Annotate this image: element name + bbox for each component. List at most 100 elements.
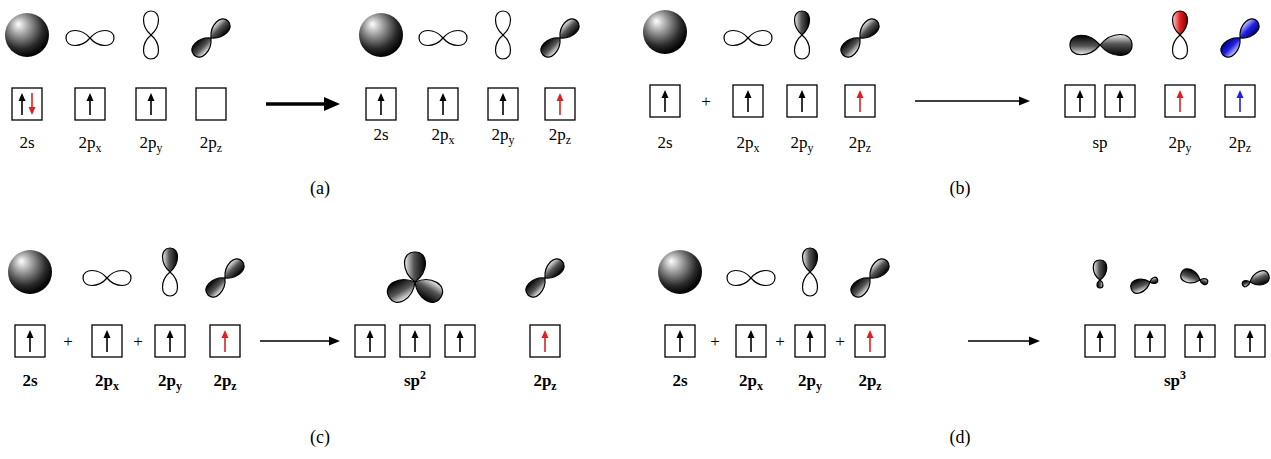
orbital-box [1135,325,1165,357]
orbital-subscript: y [509,133,515,147]
orbital-subscript: z [231,379,236,393]
orbital-label: 2px [737,134,760,151]
orbital-lobe [144,35,159,59]
electron-spin [747,96,749,112]
orbital-subscript: y [157,141,163,155]
orbital-box [15,325,45,357]
electron-spin-head [1147,330,1154,338]
electron-spin [801,96,803,112]
orbital-label: 2pz [200,134,222,151]
orbital-lobe [795,35,810,59]
orbital-box [428,88,458,120]
orbital-subscript: x [754,141,760,155]
electron-spin [442,99,444,115]
electron-spin-head [557,93,564,101]
electron-spin-head [148,93,155,101]
orbital-name: 2p [432,125,449,144]
electron-spin-head [500,93,507,101]
electron-spin-head [542,330,549,338]
orbital-name: 2p [798,371,816,390]
orbital-name: 2p [492,125,509,144]
orbital-lobe [1173,35,1188,59]
orbital-label: 2s [657,134,672,151]
orbital-name: 2p [95,371,113,390]
orbital-subscript: x [113,379,119,393]
electron-spin [1239,96,1241,112]
reaction-arrow [915,100,1021,101]
electron-spin [369,336,371,352]
orbital-subscript: y [808,141,814,155]
orbital-lobe [405,252,426,282]
electron-spin-head [367,330,374,338]
orbital-box [1185,325,1215,357]
orbital-name: 2p [737,133,754,152]
orbital-subscript: y [1186,141,1192,155]
electron-spin [859,96,861,112]
electron-spin [1099,336,1101,352]
orbital-lobe [751,271,775,286]
electron-spin-head [440,93,447,101]
electron-spin [224,336,226,352]
orbital-box [1235,325,1265,357]
orbital-lobe [163,272,178,296]
electron-spin-head [857,90,864,98]
electron-spin [502,99,504,115]
orbital-label: 2px [432,126,455,143]
orbital-label: 2pz [1229,134,1251,151]
electron-spin-head [378,93,385,101]
orbital-subscript: x [96,141,102,155]
electron-spin-head [1077,90,1084,98]
orbital-label: + [701,93,711,110]
orbital-lobe [384,273,420,306]
reaction-arrow [266,102,326,106]
orbital-subscript: z [551,379,556,393]
orbital-subscript: x [757,379,763,393]
orbital-label: + [775,333,785,350]
orbital-lobe [848,273,876,301]
orbital-box [12,88,42,120]
orbital-lobe [1129,276,1152,296]
electron-spin-head [104,330,111,338]
orbital-subscript: y [816,379,822,393]
orbital-lobe [1173,11,1188,35]
electron-spin-head [457,330,464,338]
orbital-name: 2p [1169,133,1186,152]
orbital-label: 2pz [858,372,881,389]
panel-label: (c) [310,428,330,446]
orbital-subscript: x [449,133,455,147]
orbital-label: 2s [22,372,37,389]
orbital-box [75,88,105,120]
orbital-lobe [189,33,217,61]
orbital-name: 2p [79,133,96,152]
electron-spin [106,336,108,352]
orbital-lobe [1199,277,1209,285]
orbital-box [855,325,885,357]
orbital-box [736,325,766,357]
orbital-subscript: z [566,133,571,147]
orbital-label: sp2 [404,372,426,389]
electron-spin [1199,336,1201,352]
orbital-box [530,325,560,357]
reaction-arrow-head [1019,97,1030,106]
orbital-label: 2pz [849,134,871,151]
electron-spin [750,336,752,352]
panel-label: (b) [950,179,971,197]
orbital-lobe [1070,35,1100,55]
orbital-label: sp [1092,134,1107,151]
orbital-lobe [1218,33,1246,61]
orbital-box [845,85,875,117]
orbital-subscript: z [1246,141,1251,155]
electron-spin [869,336,871,352]
orbital-box [545,88,575,120]
electron-spin [1079,96,1081,112]
orbital-label: + [710,333,720,350]
orbital-lobe [1100,35,1132,56]
orbital-lobe [90,31,114,46]
orbital-label: 2py [158,372,182,389]
electron-spin-head [1197,330,1204,338]
electron-spin-head [799,90,806,98]
orbital-box [1065,85,1095,117]
reaction-arrow-head [1029,337,1040,346]
orbital-subscript: z [876,379,881,393]
